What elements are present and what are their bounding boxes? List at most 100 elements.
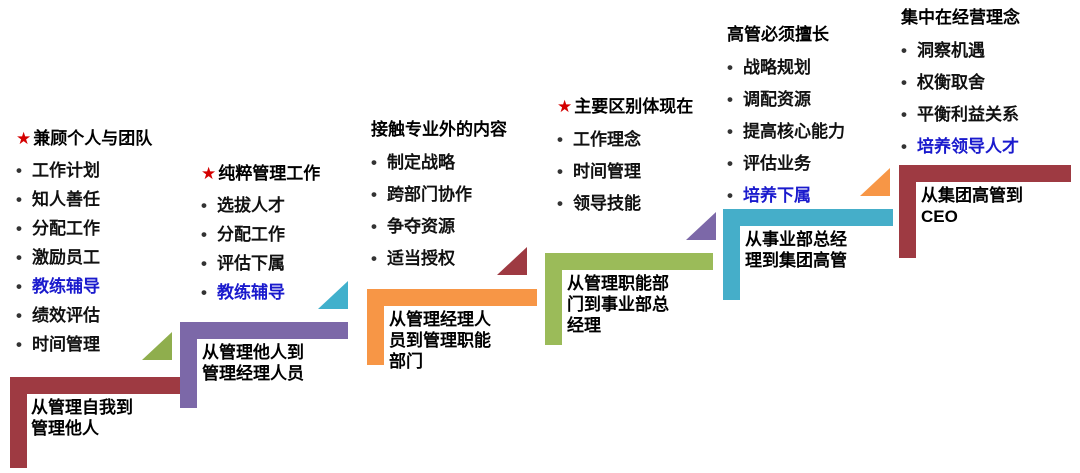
bullet-icon: • (557, 194, 563, 213)
bullet-text: 知人善任 (31, 190, 100, 209)
step3-bar (367, 289, 537, 306)
bullet-text: 绩效评估 (31, 306, 100, 325)
bullet-text: 平衡利益关系 (916, 105, 1019, 124)
step6-bar (899, 165, 1071, 182)
bullet-item: •分配工作 (16, 214, 152, 243)
step4-label: 从管理职能部门到事业部总经理 (567, 273, 669, 336)
star-icon: ★ (201, 164, 217, 183)
step-label-line: 管理他人 (31, 419, 99, 438)
bullet-item: •制定战略 (371, 147, 507, 179)
bullet-icon: • (201, 254, 207, 273)
bullet-text: 争夺资源 (386, 217, 455, 236)
bullet-item: •工作理念 (557, 124, 693, 156)
arrow-triangle-2 (318, 281, 348, 309)
bullet-item: • 领导技能 (557, 188, 693, 220)
bullet-item: •调配资源 (727, 84, 845, 116)
step5-header-text: 高管必须擅长 (727, 25, 829, 44)
arrow-triangle-5 (860, 168, 890, 196)
step-label-line: 部门 (389, 352, 423, 371)
bullet-icon: • (727, 58, 733, 77)
bullet-icon: • (371, 217, 377, 236)
bullet-icon: • (901, 73, 907, 92)
step-label-line: 理到集团高管 (745, 251, 847, 270)
bullet-item: • 洞察机遇 (901, 35, 1020, 67)
step5-header: 高管必须擅长 (727, 24, 845, 46)
step4-content: ★主要区别体现在 •工作理念 • 时间管理 • 领导技能 (557, 96, 693, 220)
step2-bar (180, 322, 348, 339)
bullet-text: 培养领导人才 (916, 137, 1019, 156)
bullet-icon: • (901, 137, 907, 156)
bullet-icon: • (901, 41, 907, 60)
bullet-item: • 权衡取舍 (901, 67, 1020, 99)
bullet-item: •激励员工 (16, 243, 152, 272)
step-label-line: 从集团高管到 (921, 186, 1023, 205)
bullet-item: •跨部门协作 (371, 179, 507, 211)
step1-bar (10, 377, 180, 394)
bullet-text: 时间管理 (572, 162, 641, 181)
bullet-icon: • (16, 248, 22, 267)
bullet-item: •时间管理 (16, 330, 152, 359)
bullet-icon: • (201, 196, 207, 215)
bullet-icon: • (16, 277, 22, 296)
step6-content: 集中在经营理念 • 洞察机遇 • 权衡取舍 • 平衡利益关系 • 培养领导人才 (901, 7, 1020, 163)
bullet-icon: • (201, 283, 207, 302)
step5-label: 从事业部总经理到集团高管 (745, 229, 847, 271)
bullet-icon: • (557, 162, 563, 181)
step4-bar (545, 253, 713, 270)
step-label-line: 经理 (567, 316, 601, 335)
star-icon: ★ (557, 97, 573, 116)
bullet-icon: • (16, 335, 22, 354)
step-label-line: 从事业部总经 (745, 230, 847, 249)
bullet-text: 权衡取舍 (916, 73, 985, 92)
step5-content: 高管必须擅长 •战略规划•调配资源•提高核心能力•评估业务•培养下属 (727, 24, 845, 212)
step3-label: 从管理经理人员到管理职能部门 (389, 309, 491, 372)
step1-header: ★兼顾个人与团队 (16, 128, 152, 150)
bullet-text: 工作计划 (31, 161, 100, 180)
bullet-item: • 知人善任 (16, 185, 152, 214)
step3-header: 接触专业外的内容 (371, 119, 507, 141)
step1-riser (10, 377, 27, 468)
bullet-icon: • (371, 153, 377, 172)
bullet-item: • 战略规划 (727, 52, 845, 84)
step-label-line: 员到管理职能 (389, 331, 491, 350)
bullet-text: 评估下属 (216, 254, 285, 273)
step1-bullet-list: •工作计划•知人善任•分配工作•激励员工•教练辅导•绩效评估•时间管理 (16, 156, 152, 359)
step5-riser (723, 209, 740, 300)
step1-header-text: 兼顾个人与团队 (33, 129, 153, 148)
bullet-icon: • (16, 190, 22, 209)
step-label-line: 门到事业部总 (567, 295, 669, 314)
bullet-item: • 评估下属 (201, 249, 320, 278)
step4-header: ★主要区别体现在 (557, 96, 693, 118)
bullet-text: 提高核心能力 (742, 122, 845, 141)
bullet-text: 战略规划 (742, 58, 811, 77)
step4-header-text: 主要区别体现在 (574, 97, 694, 116)
step5-bullet-list: •战略规划•调配资源•提高核心能力•评估业务•培养下属 (727, 52, 845, 212)
bullet-icon: • (16, 306, 22, 325)
step3-riser (367, 289, 384, 365)
step2-bullet-list: •选拔人才•分配工作•评估下属•教练辅导 (201, 191, 320, 307)
bullet-icon: • (901, 105, 907, 124)
bullet-text: 洞察机遇 (916, 41, 985, 60)
bullet-item: • 平衡利益关系 (901, 99, 1020, 131)
step-label-line: 管理经理人员 (202, 364, 304, 383)
step6-riser (899, 165, 916, 258)
step6-header-text: 集中在经营理念 (901, 8, 1020, 27)
bullet-text: 工作理念 (572, 130, 641, 149)
bullet-item: •教练辅导 (16, 272, 152, 301)
step6-bullet-list: • 洞察机遇 • 权衡取舍 • 平衡利益关系 • 培养领导人才 (901, 35, 1020, 163)
bullet-icon: • (371, 249, 377, 268)
star-icon: ★ (16, 129, 32, 148)
bullet-text: 领导技能 (572, 194, 641, 213)
step2-header: ★纯粹管理工作 (201, 163, 320, 185)
step3-bullet-list: •制定战略•跨部门协作•争夺资源•适当授权 (371, 147, 507, 275)
bullet-icon: • (16, 161, 22, 180)
step3-content: 接触专业外的内容 •制定战略•跨部门协作•争夺资源•适当授权 (371, 119, 507, 275)
bullet-text: 选拔人才 (216, 196, 285, 215)
step-label-line: 从管理他人到 (202, 343, 304, 362)
bullet-item: • 争夺资源 (371, 211, 507, 243)
bullet-icon: • (16, 219, 22, 238)
step-label-line: 从管理职能部 (567, 274, 669, 293)
bullet-item: •提高核心能力 (727, 116, 845, 148)
